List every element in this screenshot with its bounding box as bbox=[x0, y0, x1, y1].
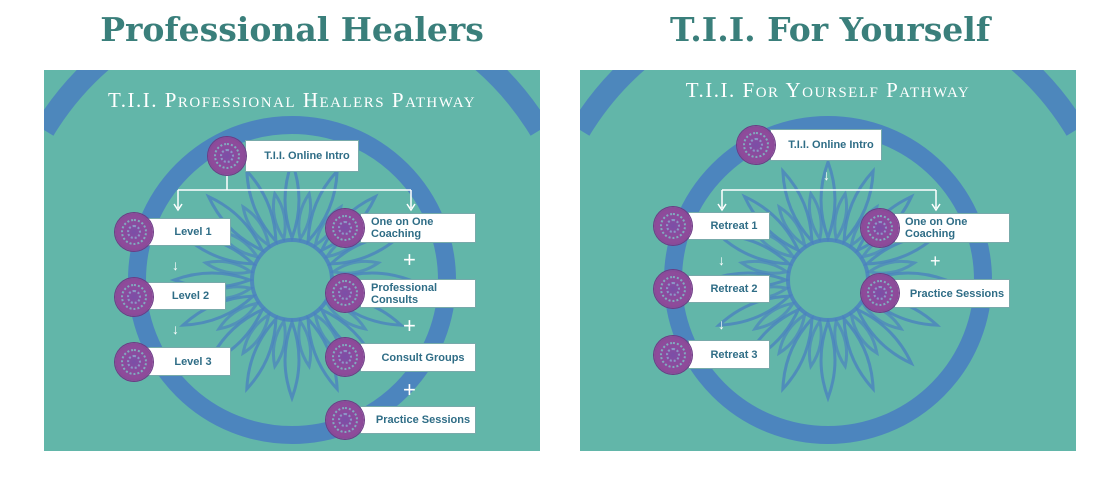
connector-lines bbox=[717, 189, 941, 212]
retreat-1-box[interactable]: Retreat 1 bbox=[688, 212, 770, 240]
plus-icon: + bbox=[930, 251, 941, 271]
left-heading: Professional Healers bbox=[100, 10, 484, 49]
right-heading: T.I.I. For Yourself bbox=[669, 10, 991, 49]
panel-title: T.I.I. For Yourself Pathway bbox=[685, 78, 971, 102]
orb-icon bbox=[115, 278, 153, 316]
coaching-box[interactable]: One on One Coaching bbox=[360, 213, 476, 243]
plus-icon: + bbox=[403, 377, 416, 402]
orb-icon bbox=[115, 213, 153, 251]
orb-icon bbox=[208, 137, 246, 175]
level-1-box[interactable]: Level 1 bbox=[145, 218, 231, 246]
orb-icon bbox=[737, 126, 775, 164]
professional-healers-panel: T.I.I. Professional Healers Pathway T.I.… bbox=[44, 70, 540, 451]
orb-icon bbox=[326, 274, 364, 312]
plus-icon: + bbox=[403, 313, 416, 338]
connector-lines bbox=[173, 172, 416, 212]
coaching-box[interactable]: One on One Coaching bbox=[894, 213, 1010, 243]
orb-icon bbox=[861, 209, 899, 247]
intro-box[interactable]: T.I.I. Online Intro bbox=[770, 129, 882, 161]
orb-icon bbox=[115, 343, 153, 381]
retreat-3-box[interactable]: Retreat 3 bbox=[688, 340, 770, 369]
orb-icon bbox=[654, 270, 692, 308]
intro-box[interactable]: T.I.I. Online Intro bbox=[245, 140, 359, 172]
professional-consults-box[interactable]: Professional Consults bbox=[360, 279, 476, 308]
consult-groups-box[interactable]: Consult Groups bbox=[360, 343, 476, 372]
level-2-box[interactable]: Level 2 bbox=[145, 282, 226, 310]
orb-icon bbox=[654, 336, 692, 374]
plus-icon: + bbox=[403, 247, 416, 272]
down-arrow-icon: ↓ bbox=[718, 252, 725, 268]
down-arrow-icon: ↓ bbox=[172, 321, 179, 337]
orb-icon bbox=[326, 401, 364, 439]
orb-icon bbox=[326, 209, 364, 247]
down-arrow-icon: ↓ bbox=[823, 167, 830, 183]
level-3-box[interactable]: Level 3 bbox=[145, 347, 231, 376]
practice-sessions-box[interactable]: Practice Sessions bbox=[360, 406, 476, 434]
orb-icon bbox=[861, 274, 899, 312]
orb-icon bbox=[326, 338, 364, 376]
retreat-2-box[interactable]: Retreat 2 bbox=[688, 275, 770, 303]
down-arrow-icon: ↓ bbox=[172, 257, 179, 273]
panel-title: T.I.I. Professional Healers Pathway bbox=[107, 88, 477, 112]
for-yourself-panel: T.I.I. For Yourself Pathway ↓ T.I.I. Onl… bbox=[580, 70, 1076, 451]
down-arrow-icon: ↓ bbox=[718, 316, 725, 332]
practice-sessions-box[interactable]: Practice Sessions bbox=[894, 279, 1010, 308]
orb-icon bbox=[654, 207, 692, 245]
